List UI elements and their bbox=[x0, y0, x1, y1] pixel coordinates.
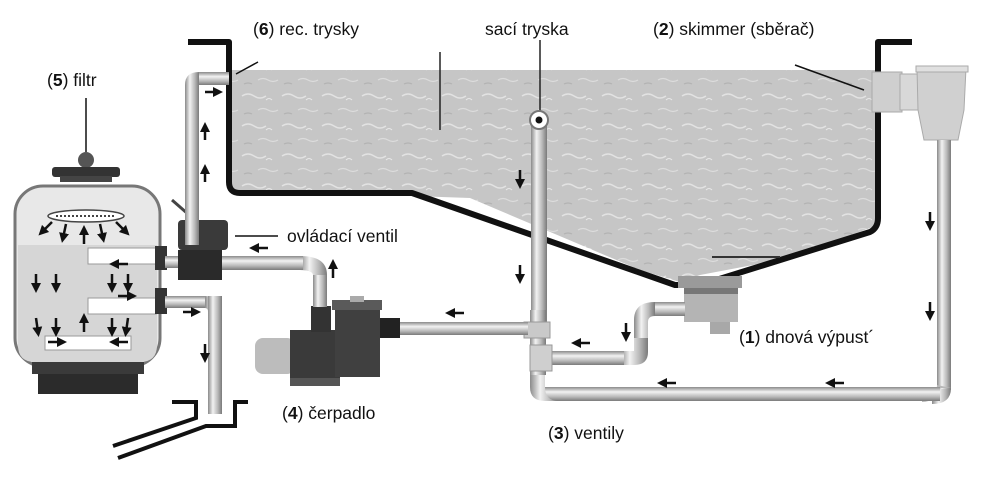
pump-inlet-pipe bbox=[398, 322, 528, 335]
label-valves: (3) ventily bbox=[548, 423, 624, 443]
arrow bbox=[38, 221, 53, 236]
label-number: 4 bbox=[287, 403, 298, 423]
label-number: 2 bbox=[658, 19, 669, 39]
label-text: čerpadlo bbox=[308, 403, 376, 423]
label-number: 1 bbox=[744, 327, 755, 347]
label-number: 6 bbox=[258, 19, 269, 39]
arrow bbox=[121, 317, 132, 337]
label-pump: (4) čerpadlo bbox=[282, 403, 376, 423]
pump-to-valve-pipe bbox=[215, 256, 303, 270]
label-bottom-drain: (1) dnová výpust´ bbox=[739, 327, 875, 347]
label-number: 5 bbox=[52, 70, 63, 90]
flow-arrows bbox=[31, 87, 935, 388]
label-text: skimmer (sběrač) bbox=[679, 19, 815, 39]
label-suction-jet: sací tryska bbox=[485, 19, 569, 39]
label-number: 3 bbox=[553, 423, 564, 443]
pool-wall bbox=[188, 39, 912, 288]
pool-water bbox=[229, 70, 878, 282]
label-rec-jets: (6) rec. trysky bbox=[253, 19, 359, 39]
pump bbox=[255, 296, 400, 386]
skimmer bbox=[871, 65, 969, 141]
leader-rec-jets bbox=[235, 61, 259, 75]
return-pipe bbox=[185, 85, 199, 245]
label-filter: (5) filtr bbox=[47, 70, 97, 90]
arrow bbox=[59, 223, 69, 243]
label-text: ventily bbox=[574, 423, 624, 443]
leader-skimmer bbox=[794, 64, 865, 91]
label-control-valve: ovládací ventil bbox=[287, 226, 398, 246]
skimmer-return-pipe bbox=[545, 387, 940, 401]
label-text: ovládací ventil bbox=[287, 226, 398, 246]
waste-pipe bbox=[208, 296, 222, 414]
label-skimmer: (2) skimmer (sběrač) bbox=[653, 19, 815, 39]
label-text: filtr bbox=[73, 70, 97, 90]
label-text: sací tryska bbox=[485, 19, 569, 39]
label-text: rec. trysky bbox=[279, 19, 359, 39]
arrow bbox=[97, 223, 107, 243]
suction-pipe bbox=[531, 120, 547, 325]
sewer-drain bbox=[112, 400, 248, 460]
arrow bbox=[32, 317, 43, 337]
label-text: dnová výpust´ bbox=[765, 327, 875, 347]
bottom-drain bbox=[678, 276, 742, 334]
arrow bbox=[115, 221, 130, 236]
filter bbox=[13, 152, 167, 394]
valve-fitting bbox=[529, 344, 553, 372]
control-valve bbox=[171, 198, 228, 280]
skimmer-pipe bbox=[937, 140, 951, 390]
